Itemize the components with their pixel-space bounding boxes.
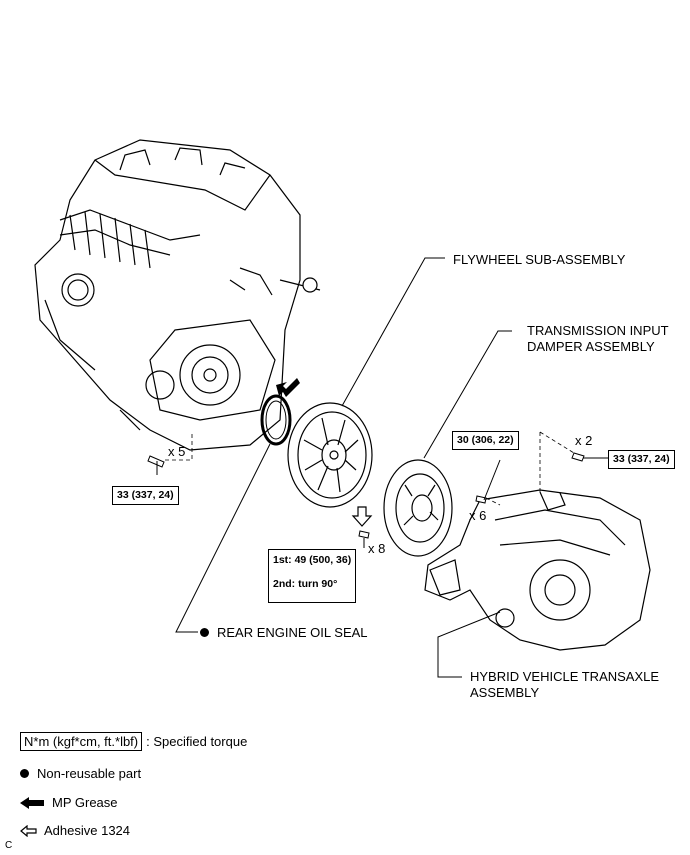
flywheel-torque-step2: 2nd: turn 90° [273,578,338,590]
oil-seal-label-text: REAR ENGINE OIL SEAL [217,625,368,640]
mp-grease-arrow-icon [20,796,44,809]
corner-mark: C [5,840,13,851]
oil-seal-label: REAR ENGINE OIL SEAL [200,625,368,641]
legend-non-reusable: Non-reusable part [20,766,141,781]
legend-mp-grease-text: MP Grease [52,795,118,810]
legend-torque-box: N*m (kgf*cm, ft.*lbf) [20,732,143,751]
mp-grease-arrow [276,378,300,397]
adhesive-arrow [351,506,373,527]
adhesive-arrow-icon [20,824,37,837]
flywheel-bolt-quantity: x 8 [368,541,386,556]
transaxle-bolt-quantity: x 2 [575,433,593,448]
dashed-guides [165,431,575,506]
flywheel-bolt-torque-box: 1st: 49 (500, 36) 2nd: turn 90° [268,549,357,603]
legend-non-reusable-text: Non-reusable part [37,766,142,781]
legend-mp-grease: MP Grease [20,795,118,810]
damper-bolt-torque-box: 30 (306, 22) [452,431,519,450]
legend-torque: N*m (kgf*cm, ft.*lbf) : Specified torque [20,732,247,751]
transaxle-label-line2: ASSEMBLY [470,685,540,700]
engine-illustration [34,139,321,451]
bolts [147,452,585,539]
transaxle-illustration [424,489,651,651]
non-reusable-dot-icon [20,769,29,778]
engine-bolt-torque-box: 33 (337, 24) [112,486,179,505]
leader-lines [156,257,612,678]
transaxle-label-line1: HYBRID VEHICLE TRANSAXLE [470,669,660,684]
legend-adhesive: Adhesive 1324 [20,823,130,838]
damper-illustration [383,459,453,557]
engine-bolt-quantity: x 5 [168,444,186,459]
legend-torque-description: : Specified torque [146,734,248,749]
legend-adhesive-text: Adhesive 1324 [44,823,131,838]
flywheel-torque-step1: 1st: 49 (500, 36) [273,554,352,566]
non-reusable-dot-icon [200,628,209,637]
damper-label-line2: DAMPER ASSEMBLY [527,339,655,354]
flywheel-label: FLYWHEEL SUB-ASSEMBLY [453,252,626,267]
damper-label-line1: TRANSMISSION INPUT [527,323,669,338]
flywheel-illustration [287,402,373,508]
rear-engine-oil-seal [260,394,292,446]
transaxle-bolt-torque-box: 33 (337, 24) [608,450,675,469]
damper-bolt-quantity: x 6 [469,508,487,523]
